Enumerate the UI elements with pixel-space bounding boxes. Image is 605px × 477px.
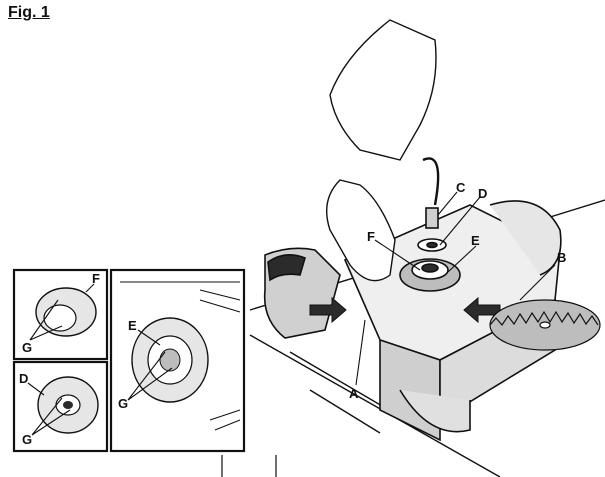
inset-bl-label-g: G bbox=[22, 432, 32, 447]
callout-a: A bbox=[349, 386, 359, 401]
inset-divider bbox=[222, 455, 276, 477]
inset-tl-label-g: G bbox=[22, 340, 32, 355]
inset-right: E G bbox=[111, 270, 244, 451]
callout-d: D bbox=[478, 186, 487, 201]
callout-f: F bbox=[367, 229, 375, 244]
callout-e: E bbox=[471, 233, 480, 248]
callout-c: C bbox=[456, 180, 466, 195]
inset-bl-label-d: D bbox=[19, 371, 28, 386]
saw-blade bbox=[490, 300, 600, 350]
inset-top-left: F G bbox=[14, 270, 107, 359]
inset-r-label-e: E bbox=[128, 318, 137, 333]
callout-b: B bbox=[557, 250, 566, 265]
inset-tl-label-f: F bbox=[92, 271, 100, 286]
inset-r-label-g: G bbox=[118, 396, 128, 411]
inset-bottom-left: D G bbox=[14, 362, 107, 451]
